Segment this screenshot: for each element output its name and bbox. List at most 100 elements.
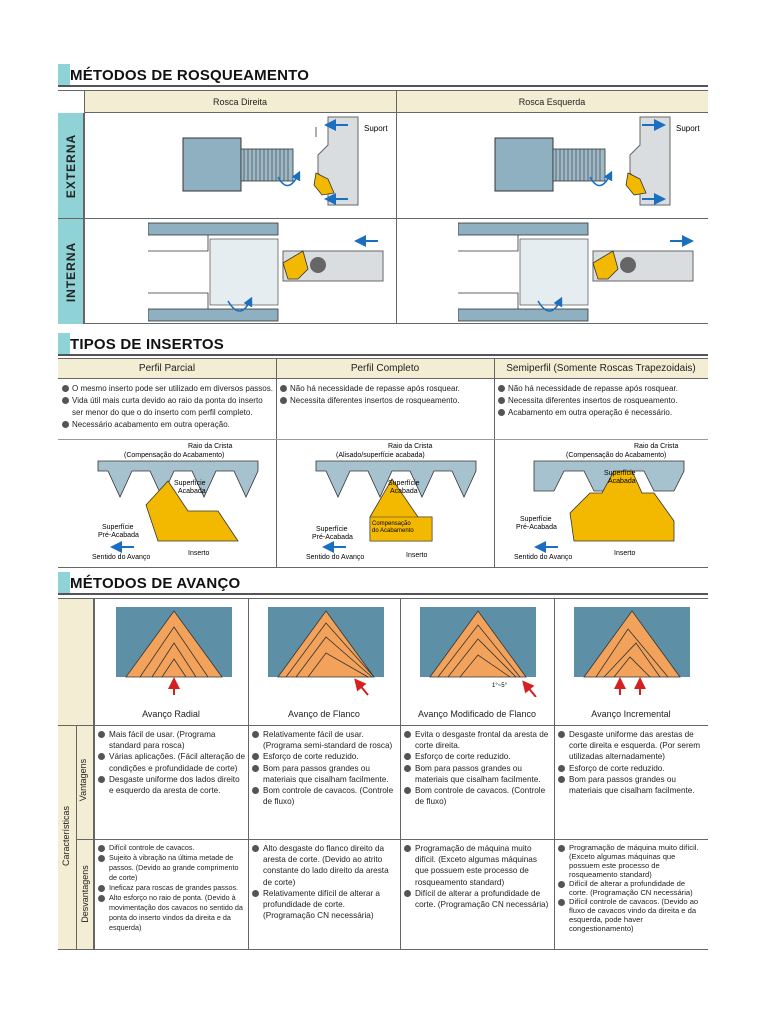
diagram-label: Raio da Crista [188,443,232,450]
diagram-external-right: Suporte Invertido [182,116,388,206]
insert-types-table: Perfil Parcial Perfil Completo Semiperfi… [58,358,708,568]
diagram-label: Sentido do Avanço [92,554,150,561]
list-item: Bom controle de cavacos. (Controle de fl… [252,785,398,807]
diagram-label: Sentido do Avanço [306,554,364,561]
divider [84,91,85,323]
col-header-perfil-completo: Perfil Completo [276,359,494,379]
list-item: Não há necessidade de repasse após rosqu… [280,383,492,395]
section-title-metodos-avanco: MÉTODOS DE AVANÇO [58,572,708,595]
diagram-avanco-modificado: 1°~5° [420,607,537,697]
diagram-label: Inserto [188,550,210,557]
advantages-modificado: Evita o desgaste frontal da aresta de co… [404,729,552,807]
section-title-tab [58,64,70,86]
diagram-internal-left [458,222,694,322]
col-header-label: Rosca Esquerda [518,96,586,107]
diagram-label: Acabada [608,478,636,485]
list-item: Alto esforço no raio de ponta. (Devido à… [98,893,246,933]
diagram-semiperfil: Raio da Crista (Compensação do Acabament… [514,443,685,561]
divider [58,439,708,440]
section-title-text: MÉTODOS DE ROSQUEAMENTO [70,66,310,84]
support-label: Suporte Invertido [676,124,700,133]
diagram-label: Compensação [372,521,411,527]
col-header-label: Rosca Direita [212,96,268,107]
divider [76,725,77,949]
list-item: Programação de máquina muito difícil. (E… [558,843,706,879]
advantages-flanco: Relativamente fácil de usar. (Programa s… [252,729,398,807]
list-item: Bom para passos grandes ou materiais que… [404,763,552,785]
diagram-perfil-parcial: Raio da Crista (Compensação do Acabament… [92,443,259,561]
diagram-external-left: Suporte Invertido [494,116,700,206]
list-item: Difícil de alterar a profundidade de cor… [404,888,552,910]
divider [396,91,397,323]
diagram-perfil-completo: Raio da Crista (Alisado/superfície acaba… [306,443,477,561]
list-item: Desgaste uniforme dos lados direito e es… [98,774,246,796]
divider [58,725,708,726]
list-item: Não há necessidade de repasse após rosqu… [498,383,706,395]
list-item: Difícil controle de cavacos. (Devido ao … [558,897,706,933]
list-item: Bom para passos grandes ou materiais que… [252,763,398,785]
diagram-label: Superfície [604,470,636,477]
divider [94,599,95,949]
diagram-label: Pré-Acabada [516,524,557,531]
list-item: O mesmo inserto pode ser utilizado em di… [62,383,274,395]
list-item: Desgaste uniforme das arestas de corte d… [558,729,706,763]
diagram-avanco-incremental [574,607,690,695]
divider [58,218,708,219]
advantages-incremental: Desgaste uniforme das arestas de corte d… [558,729,706,796]
list-item: Sujeito à vibração na última metade de p… [98,853,246,883]
diagram-label: Raio da Crista [388,443,432,450]
col-header-perfil-parcial: Perfil Parcial [58,359,276,379]
list-item: Evita o desgaste frontal da aresta de co… [404,729,552,751]
list-item: Acabamento em outra operação é necessári… [498,407,706,419]
disadvantages-incremental: Programação de máquina muito difícil. (E… [558,843,706,933]
method-label-modificado: Avanço Modificado de Flanco [418,709,536,719]
section-title-tab [58,333,70,355]
list-item: Difícil controle de cavacos. [98,843,246,853]
disadvantages-radial: Difícil controle de cavacos. Sujeito à v… [98,843,246,933]
diagram-label: Superfície [174,480,206,487]
diagram-label: Pré-Acabada [98,532,139,539]
list-item: Necessita diferentes insertos de rosquea… [280,395,492,407]
method-label-incremental: Avanço Incremental [591,709,671,719]
diagram-label: Superfície [520,516,552,523]
diagram-label: Sentido do Avanço [514,554,572,561]
diagram-label: Superfície [316,526,348,533]
diagram-label: Raio da Crista [634,443,678,450]
col-header-label: Perfil Parcial [138,363,196,374]
diagram-label: Acabada [390,488,418,495]
section-title-text: MÉTODOS DE AVANÇO [70,574,241,592]
list-item: Difícil de alterar a profundidade de cor… [558,879,706,897]
list-item: Programação de máquina muito difícil. (E… [404,843,552,888]
list-item: Mais fácil de usar. (Programa standard p… [98,729,246,751]
list-item: Várias aplicações. (Fácil alteração de c… [98,751,246,773]
list-perfil-parcial: O mesmo inserto pode ser utilizado em di… [62,383,274,431]
list-semiperfil: Não há necessidade de repasse após rosqu… [498,383,706,419]
section-title-metodos-rosqueamento: MÉTODOS DE ROSQUEAMENTO [58,64,708,87]
list-item: Bom para passos grandes ou materiais que… [558,774,706,796]
divider [494,359,495,567]
list-item: Alto desgaste do flanco direito da arest… [252,843,398,888]
feed-methods-table: Características Vantagens Desvantagens 1… [58,598,708,950]
diagram-label: Inserto [614,550,636,557]
support-label: Suporte Invertido [364,124,388,133]
col-header-rosca-direita: Rosca Direita [84,91,396,113]
diagram-label: Superfície [102,524,134,531]
col-header-rosca-esquerda: Rosca Esquerda [396,91,708,113]
disadvantages-flanco: Alto desgaste do flanco direito da arest… [252,843,398,921]
side-label-caracteristicas: Características [61,805,71,866]
section-title-text: TIPOS DE INSERTOS [70,335,224,353]
row-label-externa: EXTERNA [58,113,84,219]
divider [248,599,249,949]
diagram-avanco-flanco [268,607,384,696]
list-item: Ineficaz para roscas de grandes passos. [98,883,246,893]
list-item: Esforço de corte reduzido. [404,751,552,762]
list-item: Bom controle de cavacos. (Controle de fl… [404,785,552,807]
diagram-label: Superfície [388,480,420,487]
col-header-label: Perfil Completo [350,363,420,374]
list-item: Necessário acabamento em outra operação. [62,419,274,431]
section-title-underline [58,593,708,595]
list-item: Relativamente fácil de usar. (Programa s… [252,729,398,751]
divider [400,599,401,949]
side-label-vantagens: Vantagens [78,758,88,802]
col-header-label: Semiperfil (Somente Roscas Trapezoidais) [506,363,696,374]
